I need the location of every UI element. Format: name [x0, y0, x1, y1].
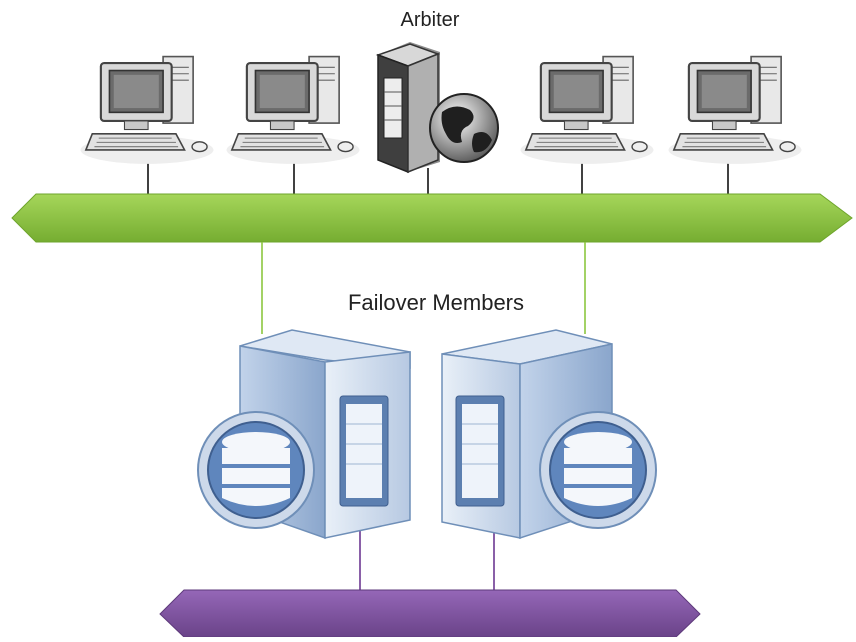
- client-connector-lines: [147, 158, 729, 194]
- failover-connector-lines: [261, 242, 586, 334]
- workstation-icon: [667, 55, 803, 166]
- workstation-icon: [519, 55, 655, 166]
- purple-connector-lines: [359, 530, 495, 592]
- green-network-bus: [11, 193, 853, 243]
- database-server-icon: [441, 329, 657, 540]
- purple-network-bus: [159, 589, 701, 638]
- arbiter-label: Arbiter: [401, 9, 460, 31]
- workstation-icon: [225, 55, 361, 166]
- workstation-icon: [79, 55, 215, 166]
- globe-server-icon: [375, 42, 499, 174]
- failover-members-label: Failover Members: [348, 290, 524, 315]
- database-server-icon: [197, 329, 411, 540]
